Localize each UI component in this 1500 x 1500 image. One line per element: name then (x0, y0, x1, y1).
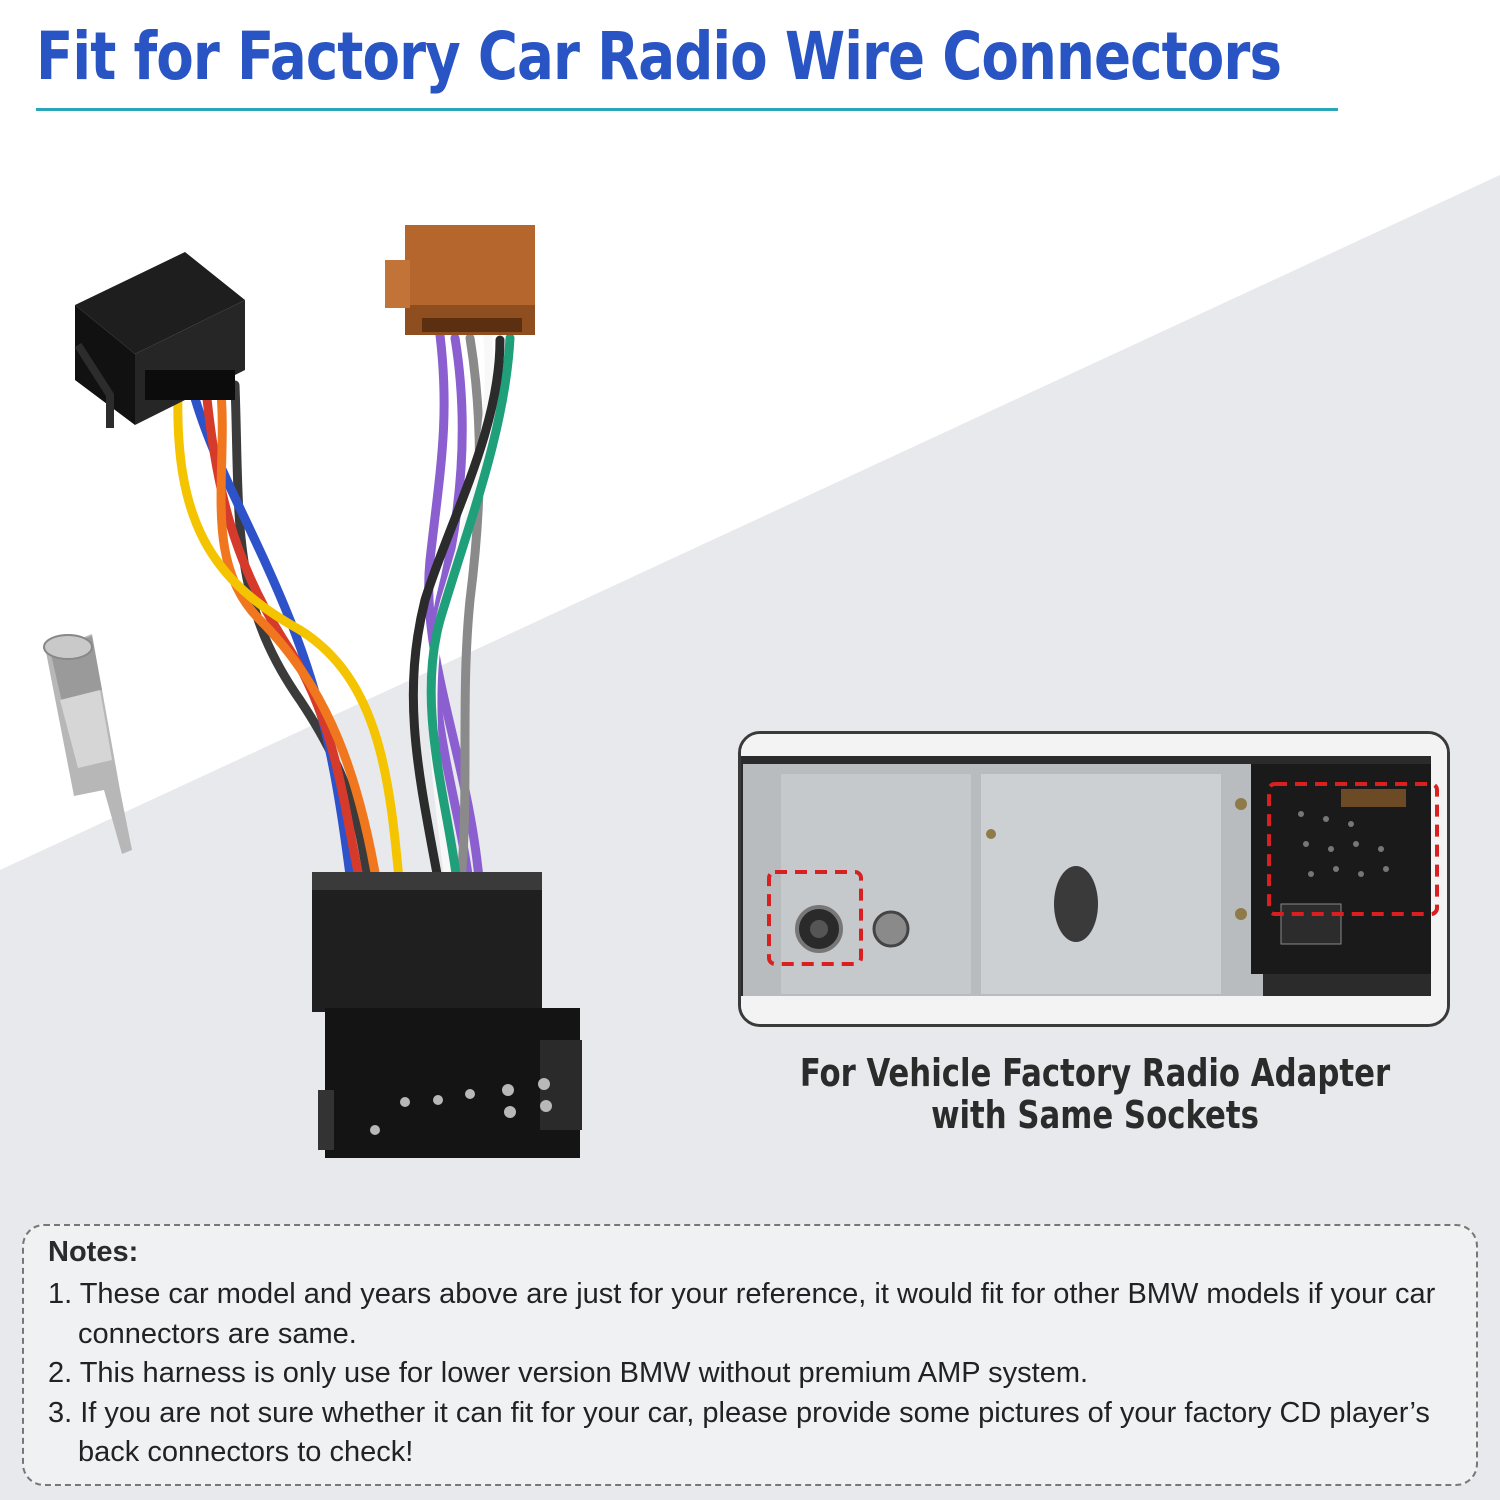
knob-icon (1054, 866, 1098, 942)
highlight-antenna (767, 870, 863, 966)
wire-green (426, 333, 515, 895)
wire-orange (215, 377, 383, 895)
title-underline (36, 108, 1338, 111)
photo-caption: For Vehicle Factory Radio Adapter with S… (776, 1052, 1415, 1136)
page-title: Fit for Factory Car Radio Wire Connector… (36, 18, 1282, 95)
notes-list: 1. These car model and years above are j… (48, 1275, 1458, 1473)
antenna-adapter-icon (43, 634, 132, 854)
notes-title: Notes: (48, 1236, 139, 1268)
note-item-2: 2. This harness is only use for lower ve… (48, 1357, 1089, 1389)
wire-purple-b (430, 333, 475, 895)
radio-back-photo (738, 731, 1450, 1027)
screw-icon (986, 829, 996, 839)
wire-yellow (173, 387, 405, 895)
screw-icon (1235, 908, 1247, 920)
iso-brown-connector-icon (385, 225, 535, 335)
note-item-1: 1. These car model and years above are j… (48, 1278, 1436, 1350)
highlight-connector (1267, 782, 1439, 916)
wire-dark (408, 335, 505, 895)
wire-grey (455, 333, 484, 895)
wire-black (230, 380, 375, 895)
notes-box (22, 1224, 1478, 1486)
screw-icon (1235, 798, 1247, 810)
wires-left (173, 375, 405, 895)
caption-line-1: For Vehicle Factory Radio Adapter (799, 1051, 1391, 1095)
vehicle-connector-icon (312, 872, 582, 1158)
wires-right (408, 330, 515, 895)
note-item-3: 3. If you are not sure whether it can fi… (48, 1396, 1430, 1469)
radio-unit-illustration (741, 734, 1447, 1024)
iso-black-connector-icon (74, 252, 245, 428)
caption-line-2: with Same Sockets (931, 1093, 1259, 1137)
